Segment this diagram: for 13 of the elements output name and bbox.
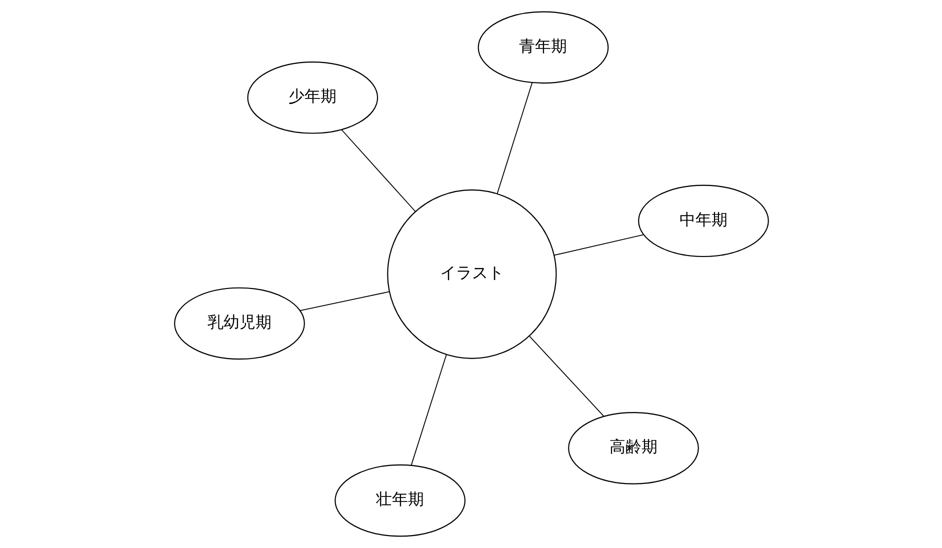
connector [340,129,416,212]
node-ellipse: 青年期 [477,11,608,84]
connector [496,82,532,194]
connector [528,336,604,417]
node-ellipse: 少年期 [246,62,378,134]
node-ellipse: 高齢期 [568,412,698,484]
connector [410,354,446,466]
node-ellipse: 乳幼児期 [174,287,304,360]
node-ellipse: 中年期 [638,184,768,258]
connector [553,234,644,256]
node-ellipse: 壮年期 [334,464,466,537]
connector [299,291,390,312]
node-circle: イラスト [386,189,556,360]
